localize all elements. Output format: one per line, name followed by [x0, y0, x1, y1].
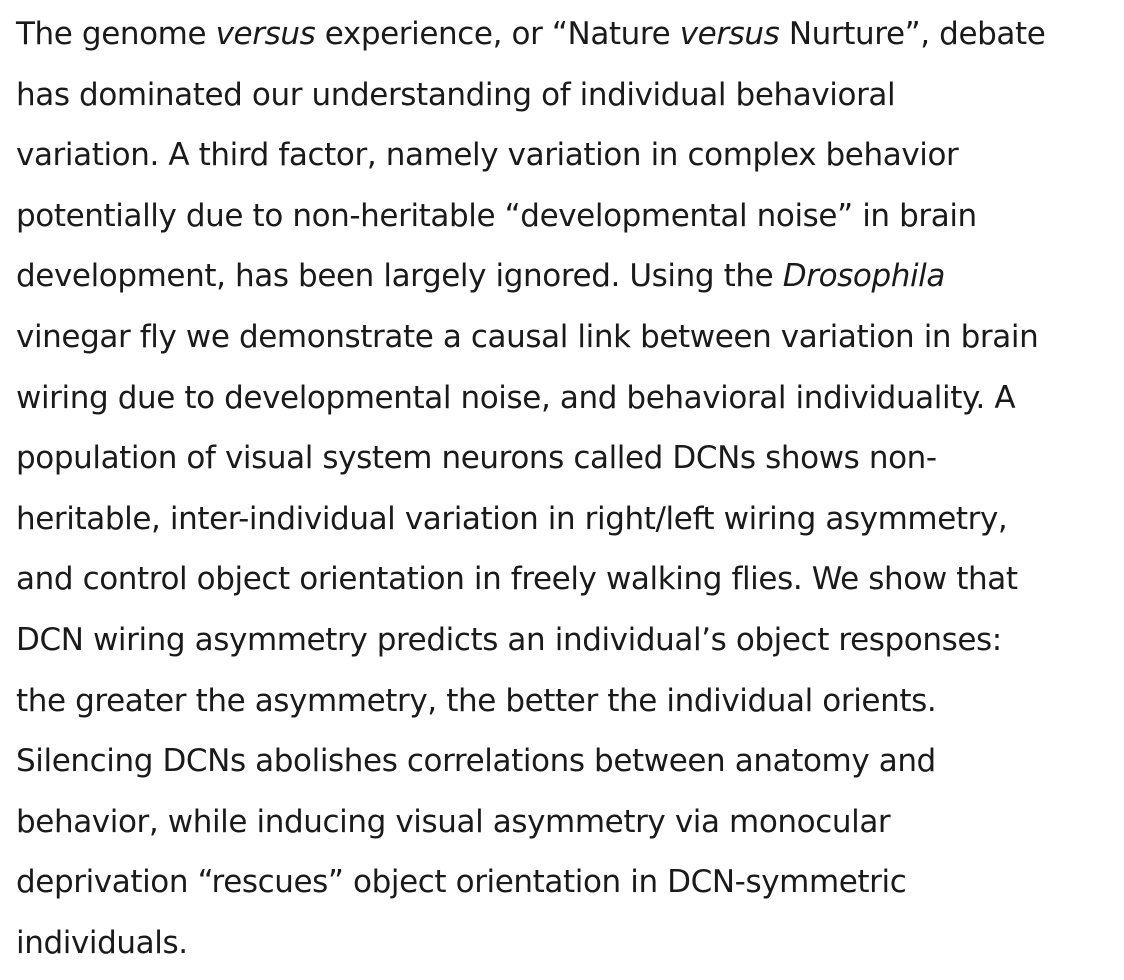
text-segment: Silencing DCNs abolishes correlations be…: [16, 743, 936, 780]
text-segment: vinegar fly we demonstrate a causal link…: [16, 318, 1039, 355]
abstract-line: population of visual system neurons call…: [16, 428, 1116, 489]
abstract-line: vinegar fly we demonstrate a causal link…: [16, 307, 1116, 368]
abstract-paragraph: The genome versus experience, or “Nature…: [16, 4, 1116, 974]
abstract-line: individuals.: [16, 913, 1116, 974]
text-segment: The genome: [16, 16, 216, 52]
abstract-line: wiring due to developmental noise, and b…: [16, 368, 1116, 429]
text-segment: individuals.: [16, 924, 188, 961]
text-segment: has dominated our understanding of indiv…: [16, 76, 896, 113]
abstract-line: behavior, while inducing visual asymmetr…: [16, 792, 1116, 853]
abstract-line: deprivation “rescues” object orientation…: [16, 852, 1116, 913]
text-segment: variation. A third factor, namely variat…: [16, 137, 959, 174]
italic-text-segment: Drosophila: [782, 258, 946, 295]
abstract-line: has dominated our understanding of indiv…: [16, 65, 1116, 126]
text-segment: DCN wiring asymmetry predicts an individ…: [16, 621, 1002, 658]
italic-text-segment: versus: [679, 16, 780, 52]
abstract-line: potentially due to non-heritable “develo…: [16, 186, 1116, 247]
text-segment: and control object orientation in freely…: [16, 561, 1018, 598]
abstract-line: variation. A third factor, namely variat…: [16, 125, 1116, 186]
text-segment: experience, or “Nature: [315, 16, 680, 52]
abstract-line: Silencing DCNs abolishes correlations be…: [16, 731, 1116, 792]
text-segment: the greater the asymmetry, the better th…: [16, 682, 937, 719]
text-segment: deprivation “rescues” object orientation…: [16, 864, 907, 901]
abstract-line: heritable, inter-individual variation in…: [16, 489, 1116, 550]
abstract-line: development, has been largely ignored. U…: [16, 246, 1116, 307]
abstract-line: and control object orientation in freely…: [16, 549, 1116, 610]
text-segment: development, has been largely ignored. U…: [16, 258, 783, 295]
abstract-line: The genome versus experience, or “Nature…: [16, 4, 1116, 65]
text-segment: wiring due to developmental noise, and b…: [16, 379, 1016, 416]
text-segment: population of visual system neurons call…: [16, 440, 937, 477]
text-segment: heritable, inter-individual variation in…: [16, 500, 1008, 537]
italic-text-segment: versus: [215, 16, 316, 52]
text-segment: Nurture”, debate: [779, 16, 1046, 52]
text-segment: behavior, while inducing visual asymmetr…: [16, 803, 891, 840]
abstract-line: DCN wiring asymmetry predicts an individ…: [16, 610, 1116, 671]
text-segment: potentially due to non-heritable “develo…: [16, 197, 977, 234]
abstract-line: the greater the asymmetry, the better th…: [16, 671, 1116, 732]
